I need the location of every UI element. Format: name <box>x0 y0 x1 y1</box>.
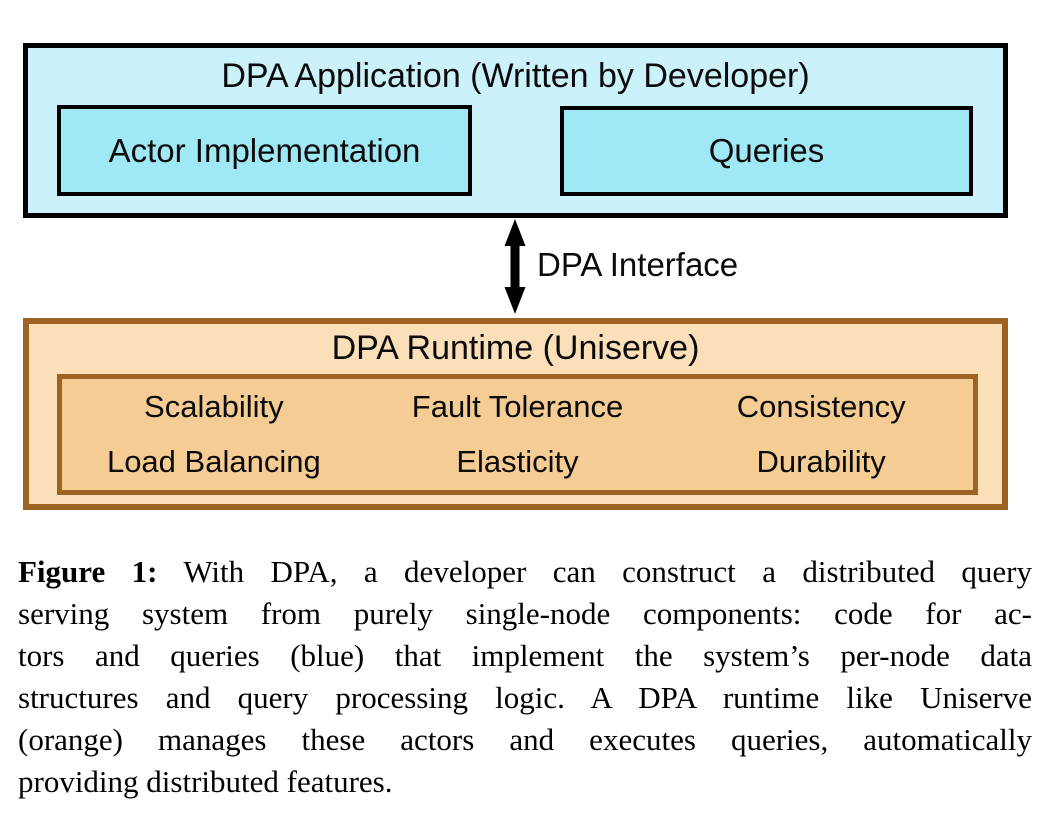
caption-line-1: Figure 1: With DPA, a developer can cons… <box>18 551 1032 593</box>
caption-line-5: (orange) manages these actors and execut… <box>18 722 1032 757</box>
feature-fault-tolerance: Fault Tolerance <box>411 388 624 424</box>
caption-line-3: tors and queries (blue) that implement t… <box>18 638 1032 673</box>
queries-label: Queries <box>708 132 825 169</box>
caption-line-1-text: With DPA, a developer can construct a di… <box>157 554 1032 589</box>
caption-line-4: structures and query processing logic. A… <box>18 680 1032 715</box>
actor-implementation-label: Actor Implementation <box>108 131 421 169</box>
runtime-features-box: Scalability Fault Tolerance Consistency … <box>57 374 978 495</box>
feature-load-balancing: Load Balancing <box>106 444 321 480</box>
queries-box: Queries <box>560 106 973 196</box>
double-arrow-icon <box>497 219 533 314</box>
feature-elasticity: Elasticity <box>456 444 579 480</box>
dpa-runtime-title: DPA Runtime (Uniserve) <box>331 329 700 367</box>
figure-caption: Figure 1: With DPA, a developer can cons… <box>18 551 1032 803</box>
caption-line-6: providing distributed features. <box>18 764 393 799</box>
feature-durability: Durability <box>756 444 886 480</box>
feature-scalability: Scalability <box>144 388 284 424</box>
figure-number-label: Figure 1: <box>18 554 158 589</box>
feature-consistency: Consistency <box>736 388 906 424</box>
dpa-application-title: DPA Application (Written by Developer) <box>221 57 810 95</box>
actor-implementation-box: Actor Implementation <box>57 105 472 196</box>
dpa-interface-label: DPA Interface <box>537 246 739 283</box>
caption-line-2: serving system from purely single-node c… <box>18 596 1032 631</box>
